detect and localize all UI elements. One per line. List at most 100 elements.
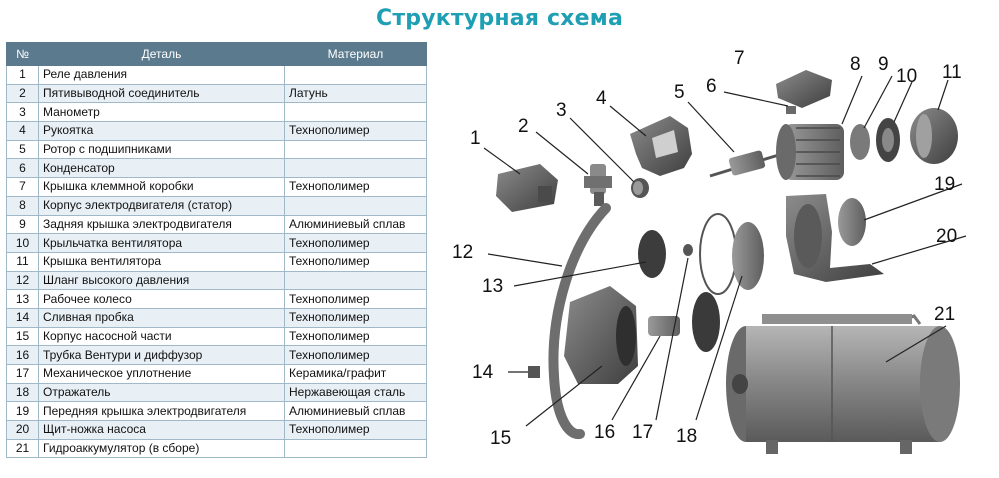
label-8: 8 <box>850 54 861 75</box>
rotor-part <box>709 150 783 178</box>
label-14: 14 <box>472 362 494 383</box>
exploded-pump-diagram: 1 2 3 4 5 6 7 8 9 10 11 12 13 14 15 16 1… <box>452 48 967 454</box>
rear-motor-cover-part <box>850 124 870 160</box>
table-header-row: № Деталь Материал <box>6 42 427 66</box>
front-motor-cover-part <box>838 198 866 246</box>
label-6: 6 <box>706 76 717 97</box>
row-material: Нержавеющая сталь <box>284 382 427 403</box>
row-part-name: Отражатель <box>38 382 285 403</box>
part-number-labels: 1 2 3 4 5 6 7 8 9 10 11 12 13 14 15 16 1… <box>452 48 962 449</box>
row-number: 4 <box>6 121 39 141</box>
pressure-switch-part <box>496 164 558 212</box>
row-material: Технополимер <box>284 233 427 253</box>
label-21: 21 <box>934 304 955 325</box>
impeller-part <box>638 230 666 278</box>
row-number: 18 <box>6 382 39 403</box>
row-material: Технополимер <box>284 289 427 309</box>
row-material <box>284 438 427 459</box>
fan-impeller-part <box>876 118 900 162</box>
label-4: 4 <box>596 88 607 109</box>
row-part-name: Щит-ножка насоса <box>38 420 285 440</box>
row-part-name: Задняя крышка электродвигателя <box>38 214 285 235</box>
row-number: 6 <box>6 158 39 179</box>
row-number: 9 <box>6 214 39 235</box>
label-3: 3 <box>556 100 567 121</box>
mechanical-seal-part <box>683 244 693 256</box>
row-number: 5 <box>6 139 39 160</box>
row-material: Технополимер <box>284 326 427 347</box>
row-number: 13 <box>6 289 39 309</box>
header-part: Деталь <box>38 42 285 66</box>
row-part-name: Рукоятка <box>38 121 285 141</box>
label-16: 16 <box>594 422 615 443</box>
drain-plug-part <box>528 366 540 378</box>
row-part-name: Механическое уплотнение <box>38 364 285 384</box>
row-material: Латунь <box>284 83 427 104</box>
row-material <box>284 65 427 85</box>
row-part-name: Пятивыводной соединитель <box>38 83 285 104</box>
row-part-name: Реле давления <box>38 65 285 85</box>
row-number: 21 <box>6 438 39 459</box>
row-material: Алюминиевый сплав <box>284 401 427 422</box>
row-material <box>284 270 427 291</box>
pump-stand-part <box>786 194 884 282</box>
row-material: Технополимер <box>284 121 427 141</box>
label-9: 9 <box>878 54 889 75</box>
leader-lines <box>483 75 967 427</box>
row-number: 3 <box>6 102 39 123</box>
row-part-name: Передняя крышка электродвигателя <box>38 401 285 422</box>
terminal-box-cover-part <box>776 70 832 108</box>
row-material <box>284 195 427 216</box>
row-material: Технополимер <box>284 177 427 197</box>
row-part-name: Корпус электродвигателя (статор) <box>38 195 285 216</box>
row-number: 14 <box>6 307 39 328</box>
label-18: 18 <box>676 426 697 447</box>
header-number: № <box>6 42 39 66</box>
manometer-part <box>631 178 649 198</box>
row-part-name: Конденсатор <box>38 158 285 179</box>
row-part-name: Корпус насосной части <box>38 326 285 347</box>
row-part-name: Крышка клеммной коробки <box>38 177 285 197</box>
row-part-name: Шланг высокого давления <box>38 270 285 291</box>
header-material: Материал <box>284 42 427 66</box>
row-number: 7 <box>6 177 39 197</box>
page-title: Структурная схема <box>376 6 623 31</box>
row-part-name: Манометр <box>38 102 285 123</box>
label-13: 13 <box>482 276 503 297</box>
venturi-diffuser-part <box>648 316 680 336</box>
row-number: 20 <box>6 420 39 440</box>
row-number: 11 <box>6 251 39 272</box>
row-part-name: Сливная пробка <box>38 307 285 328</box>
label-2: 2 <box>518 116 529 137</box>
row-number: 16 <box>6 345 39 365</box>
label-17: 17 <box>632 422 653 443</box>
high-pressure-hose-part <box>548 203 611 440</box>
stator-housing-part <box>776 124 844 180</box>
row-part-name: Крыльчатка вентилятора <box>38 233 285 253</box>
row-number: 2 <box>6 83 39 104</box>
row-part-name: Гидроаккумулятор (в сборе) <box>38 438 285 459</box>
fan-cover-part <box>910 108 958 164</box>
row-number: 19 <box>6 401 39 422</box>
label-5: 5 <box>674 82 685 103</box>
row-number: 10 <box>6 233 39 253</box>
row-material: Технополимер <box>284 251 427 272</box>
row-number: 1 <box>6 65 39 85</box>
label-1: 1 <box>470 128 481 149</box>
row-part-name: Рабочее колесо <box>38 289 285 309</box>
row-material <box>284 102 427 123</box>
